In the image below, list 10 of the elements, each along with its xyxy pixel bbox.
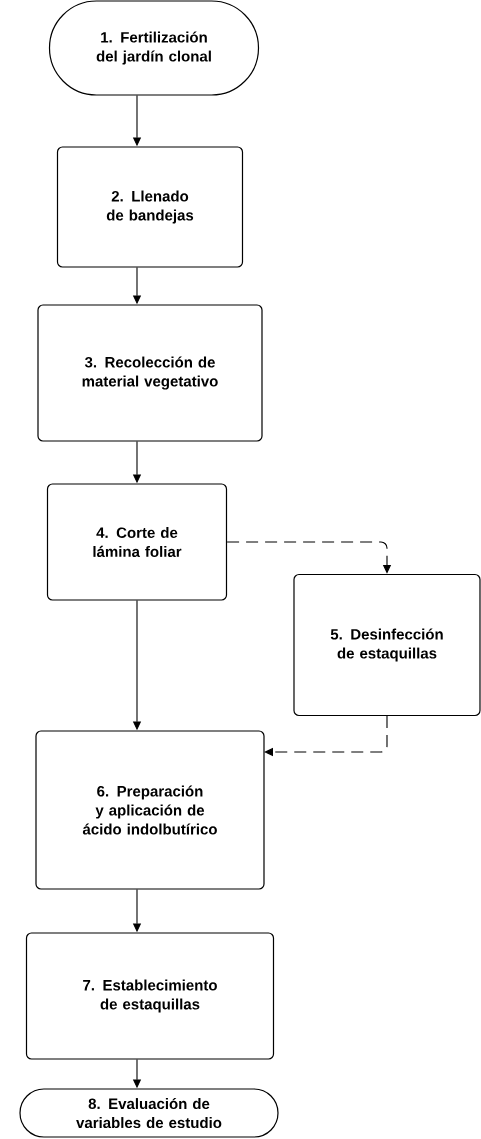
terminal-box: 1. Fertilización del jardín clonal (48, 0, 260, 96)
process-box: 7. Establecimiento de estaquillas (25, 932, 275, 1060)
process-box: 3. Recolección de material vegetativo (37, 304, 263, 442)
process-box: 6. Preparación y aplicación de ácido indolbutírico (35, 730, 265, 890)
terminal-box: 8. Evaluación de variables de estudio (19, 1088, 279, 1138)
arrow (226, 541, 392, 574)
arrow (264, 715, 388, 757)
process-box: 5. Desinfección de estaquillas (293, 573, 481, 717)
process-box: 4. Corte de lámina foliar (46, 483, 228, 601)
process-box: 2. Llenado de bandejas (56, 146, 244, 268)
